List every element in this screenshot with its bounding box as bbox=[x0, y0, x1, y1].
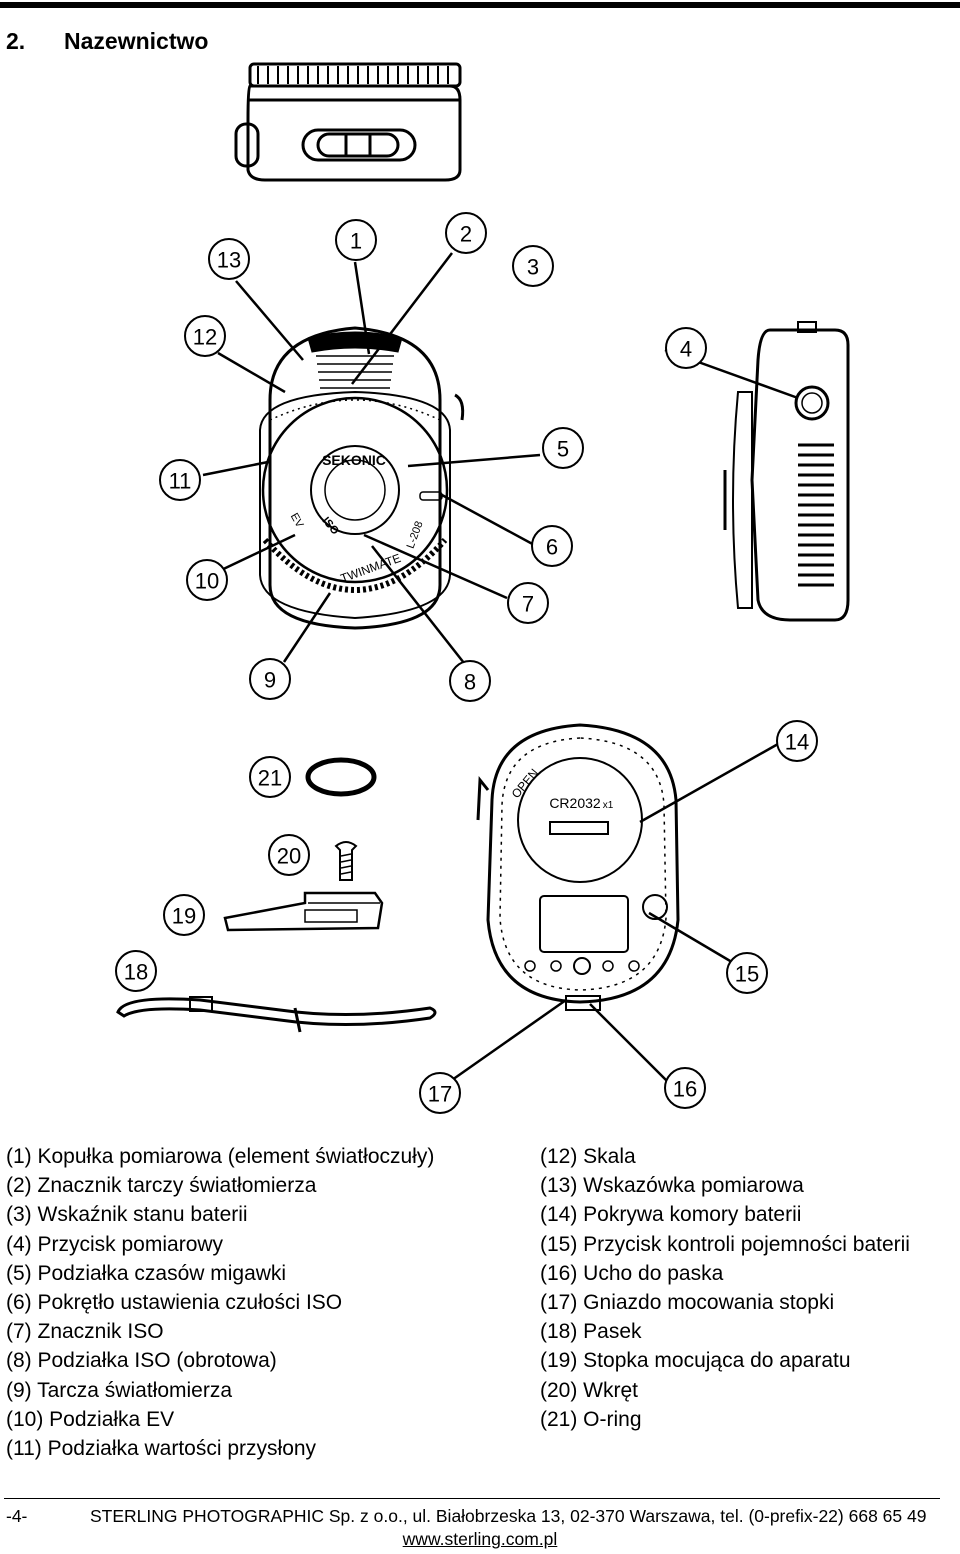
callout-10: 10 bbox=[186, 559, 228, 601]
legend-item: (10) Podziałka EV bbox=[6, 1407, 175, 1431]
svg-text:19: 19 bbox=[172, 904, 196, 929]
footer-rule bbox=[4, 1498, 940, 1499]
shoe-mount-shape bbox=[223, 891, 384, 932]
legend-item: (6) Pokrętło ustawienia czułości ISO bbox=[6, 1291, 343, 1315]
callout-19: 19 bbox=[163, 894, 205, 936]
callout-15: 15 bbox=[726, 952, 768, 994]
leader-lines bbox=[202, 252, 799, 1083]
legend-item: (19) Stopka mocująca do aparatu bbox=[540, 1349, 851, 1373]
svg-text:16: 16 bbox=[673, 1077, 697, 1102]
legend-item: (9) Tarcza światłomierza bbox=[6, 1378, 233, 1402]
legend-item: (20) Wkręt bbox=[540, 1378, 639, 1402]
dial-brand-label: SEKONIC bbox=[322, 452, 386, 468]
dial-ev-label: EV bbox=[288, 511, 306, 530]
svg-text:17: 17 bbox=[428, 1082, 452, 1107]
callout-1: 1 bbox=[335, 219, 377, 261]
callout-7: 7 bbox=[507, 582, 549, 624]
legend-item: (21) O-ring bbox=[540, 1407, 642, 1431]
legend-item: (5) Podziałka czasów migawki bbox=[6, 1261, 287, 1285]
svg-text:15: 15 bbox=[735, 962, 759, 987]
callout-12: 12 bbox=[184, 315, 226, 357]
dial-model-code-label: L-208 bbox=[405, 520, 426, 551]
callout-11: 11 bbox=[159, 459, 201, 501]
legend-item: (8) Podziałka ISO (obrotowa) bbox=[6, 1349, 277, 1373]
svg-text:4: 4 bbox=[680, 337, 692, 362]
callout-13: 13 bbox=[208, 238, 250, 280]
svg-text:1: 1 bbox=[350, 229, 362, 254]
callout-6: 6 bbox=[531, 525, 573, 567]
callout-17: 17 bbox=[419, 1072, 461, 1114]
callout-20: 20 bbox=[268, 834, 310, 876]
parts-diagram: SEKONIC TWINMATE L-208 ISO EV CR2032 x1 bbox=[115, 62, 850, 1114]
svg-text:6: 6 bbox=[546, 535, 558, 560]
legend-item: (15) Przycisk kontroli pojemności bateri… bbox=[540, 1232, 910, 1256]
dial-iso-label: ISO bbox=[320, 515, 342, 538]
svg-text:2: 2 bbox=[460, 222, 472, 247]
svg-text:8: 8 bbox=[464, 670, 476, 695]
accessories-illustration bbox=[116, 757, 437, 1033]
svg-text:3: 3 bbox=[527, 255, 539, 280]
section-number: 2. bbox=[6, 28, 26, 54]
open-label: OPEN bbox=[509, 766, 542, 801]
legend-item: (16) Ucho do paska bbox=[540, 1261, 724, 1285]
section-title: Nazewnictwo bbox=[64, 28, 209, 54]
callout-21: 21 bbox=[249, 756, 291, 798]
svg-text:20: 20 bbox=[277, 844, 301, 869]
svg-text:18: 18 bbox=[124, 960, 148, 985]
side-view-illustration bbox=[723, 321, 850, 622]
svg-text:12: 12 bbox=[193, 325, 217, 350]
legend-item: (4) Przycisk pomiarowy bbox=[6, 1232, 224, 1256]
legend-item: (17) Gniazdo mocowania stopki bbox=[540, 1291, 835, 1315]
callout-18: 18 bbox=[115, 950, 157, 992]
back-view-illustration: CR2032 x1 OPEN bbox=[476, 723, 680, 1011]
o-ring-shape bbox=[305, 757, 377, 797]
svg-text:5: 5 bbox=[557, 437, 569, 462]
top-view-illustration bbox=[234, 62, 462, 182]
callout-14: 14 bbox=[776, 720, 818, 762]
page-number: -4- bbox=[6, 1506, 28, 1526]
callout-4: 4 bbox=[665, 327, 707, 369]
svg-text:21: 21 bbox=[258, 766, 282, 791]
svg-text:7: 7 bbox=[522, 592, 534, 617]
legend-item: (18) Pasek bbox=[540, 1320, 642, 1344]
callout-16: 16 bbox=[664, 1067, 706, 1109]
legend-item: (14) Pokrywa komory baterii bbox=[540, 1203, 802, 1227]
company-address: STERLING PHOTOGRAPHIC Sp. z o.o., ul. Bi… bbox=[90, 1506, 927, 1526]
legend-item: (1) Kopułka pomiarowa (element światłocz… bbox=[6, 1145, 435, 1168]
legend-item: (7) Znacznik ISO bbox=[6, 1320, 164, 1344]
svg-text:11: 11 bbox=[169, 469, 192, 494]
svg-text:13: 13 bbox=[217, 248, 241, 273]
callout-5: 5 bbox=[542, 427, 584, 469]
strap-shape bbox=[116, 997, 437, 1027]
svg-text:14: 14 bbox=[785, 730, 809, 755]
battery-type-label: CR2032 bbox=[549, 795, 601, 811]
callout-9: 9 bbox=[249, 658, 291, 700]
battery-count-label: x1 bbox=[603, 800, 614, 811]
callout-8: 8 bbox=[449, 660, 491, 702]
legend-item: (3) Wskaźnik stanu baterii bbox=[6, 1203, 248, 1227]
svg-text:9: 9 bbox=[264, 668, 276, 693]
section-heading: 2. Nazewnictwo bbox=[6, 28, 208, 55]
legend-item: (13) Wskazówka pomiarowa bbox=[540, 1174, 804, 1198]
legend-right-column: (12) Skala (13) Wskazówka pomiarowa (14)… bbox=[540, 1142, 910, 1434]
callout-2: 2 bbox=[445, 212, 487, 254]
top-rule bbox=[0, 2, 960, 8]
legend-item: (12) Skala bbox=[540, 1145, 636, 1168]
legend-left-column: (1) Kopułka pomiarowa (element światłocz… bbox=[6, 1142, 434, 1463]
website-link[interactable]: www.sterling.com.pl bbox=[402, 1529, 558, 1549]
legend-item: (11) Podziałka wartości przysłony bbox=[6, 1437, 317, 1461]
callout-3: 3 bbox=[512, 245, 554, 287]
screw-shape bbox=[334, 841, 358, 881]
svg-text:10: 10 bbox=[195, 569, 219, 594]
legend-item: (2) Znacznik tarczy światłomierza bbox=[6, 1174, 317, 1198]
